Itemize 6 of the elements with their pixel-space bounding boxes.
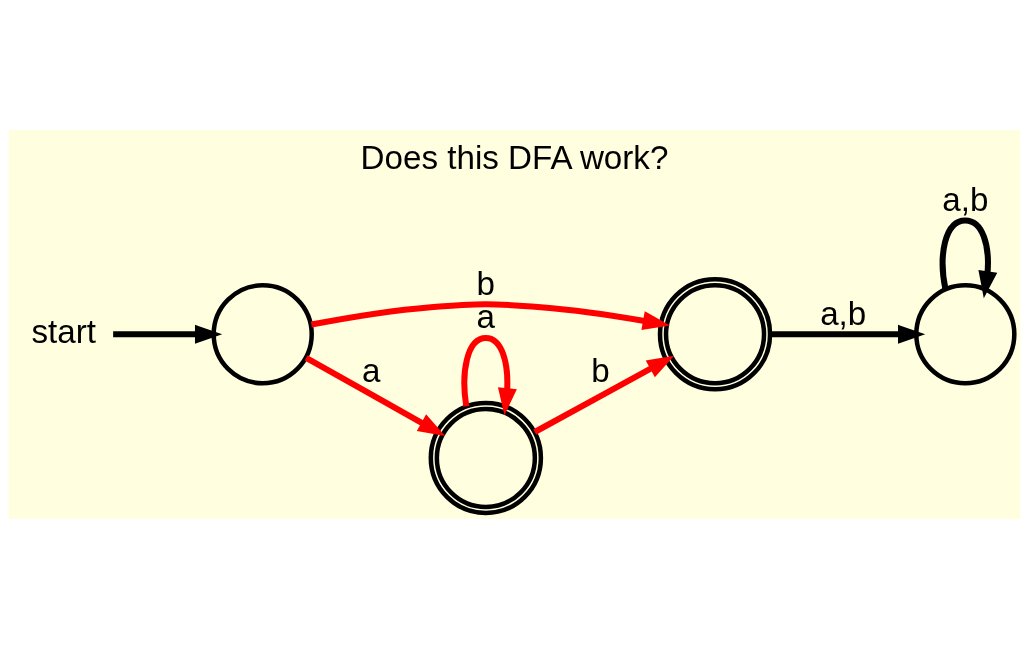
diagram-title: Does this DFA work? — [360, 138, 669, 176]
edge-label: a — [362, 351, 381, 389]
edge-label: a,b — [942, 180, 989, 218]
edge-label: b — [591, 351, 610, 389]
edge-label: a,b — [820, 294, 867, 332]
node-text: start — [31, 312, 96, 350]
